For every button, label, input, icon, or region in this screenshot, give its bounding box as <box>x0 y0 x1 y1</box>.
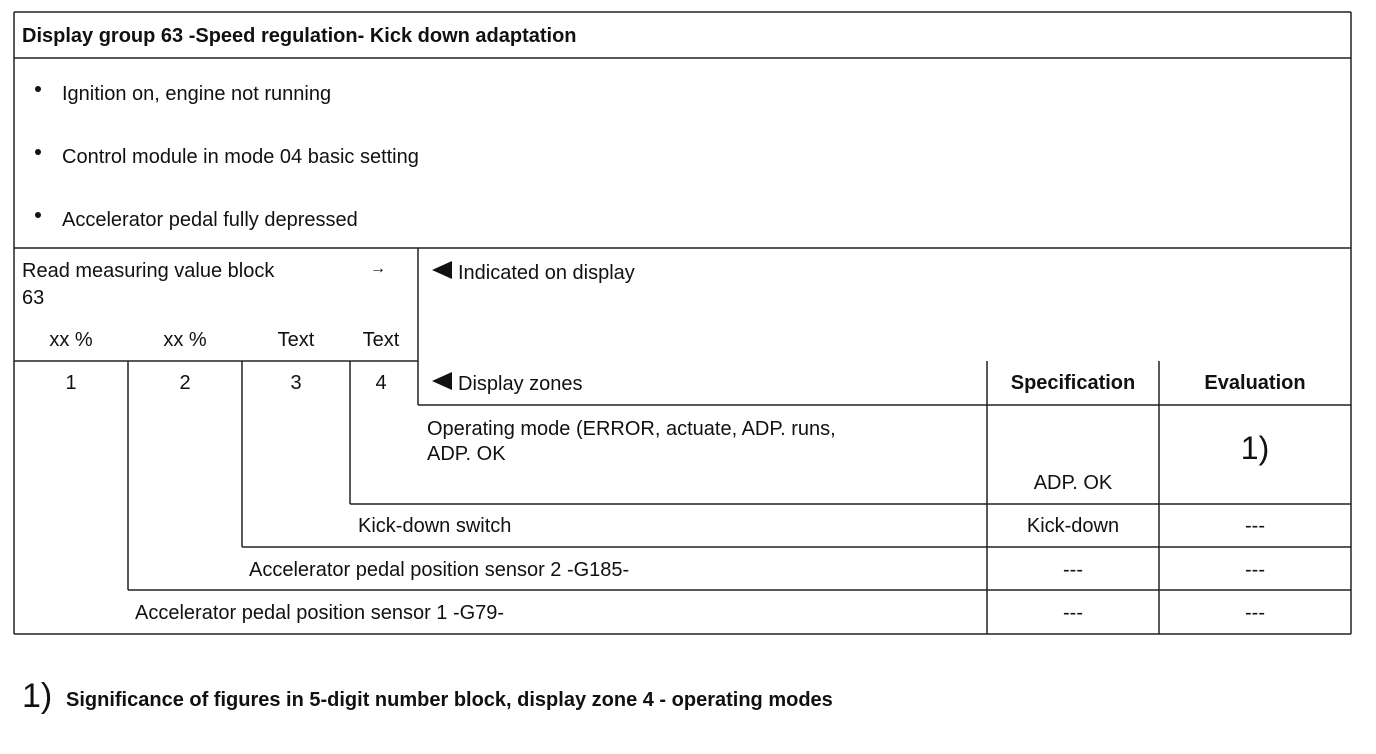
condition-item: Accelerator pedal fully depressed <box>62 209 358 231</box>
row-description: Kick-down switch <box>358 515 512 537</box>
page-title: Display group 63 -Speed regulation- Kick… <box>22 25 577 47</box>
zone-number-1: 1 <box>65 372 77 394</box>
row-evaluation-footnote: 1) <box>1240 430 1270 466</box>
display-zones-label: Display zones <box>458 373 583 395</box>
row-description-cont: ADP. OK <box>427 443 506 465</box>
unit-zone-1: xx % <box>49 329 93 351</box>
footnote-marker: 1) <box>22 677 53 715</box>
bullet-icon <box>34 82 44 92</box>
row-evaluation: --- <box>1245 559 1265 581</box>
unit-zone-4: Text <box>362 329 400 351</box>
row-description: Accelerator pedal position sensor 2 -G18… <box>249 559 630 581</box>
row-specification: Kick-down <box>1026 515 1120 537</box>
zone-number-4: 4 <box>375 372 387 394</box>
unit-zone-3: Text <box>277 329 315 351</box>
row-specification: --- <box>1063 602 1083 624</box>
pointer-left-icon <box>432 372 452 390</box>
row-description: Accelerator pedal position sensor 1 -G79… <box>135 602 505 624</box>
evaluation-header: Evaluation <box>1204 372 1306 394</box>
footnote-text: Significance of figures in 5-digit numbe… <box>66 689 833 711</box>
read-block-label: Read measuring value block <box>22 260 275 282</box>
zone-number-2: 2 <box>179 372 191 394</box>
bullet-icon <box>34 145 44 155</box>
unit-zone-2: xx % <box>163 329 207 351</box>
bullet-icon <box>34 208 44 218</box>
condition-item: Ignition on, engine not running <box>62 83 332 105</box>
arrow-right-icon: → <box>370 260 386 277</box>
row-description: Operating mode (ERROR, actuate, ADP. run… <box>427 418 836 440</box>
row-specification: --- <box>1063 559 1083 581</box>
specification-header: Specification <box>1010 372 1136 394</box>
pointer-left-icon <box>432 261 452 279</box>
block-number: 63 <box>22 287 45 309</box>
row-specification: ADP. OK <box>1033 472 1113 494</box>
indicated-on-display-label: Indicated on display <box>458 262 635 284</box>
condition-item: Control module in mode 04 basic setting <box>62 146 419 168</box>
zone-number-3: 3 <box>290 372 302 394</box>
row-evaluation: --- <box>1245 515 1265 537</box>
row-evaluation: --- <box>1245 602 1265 624</box>
